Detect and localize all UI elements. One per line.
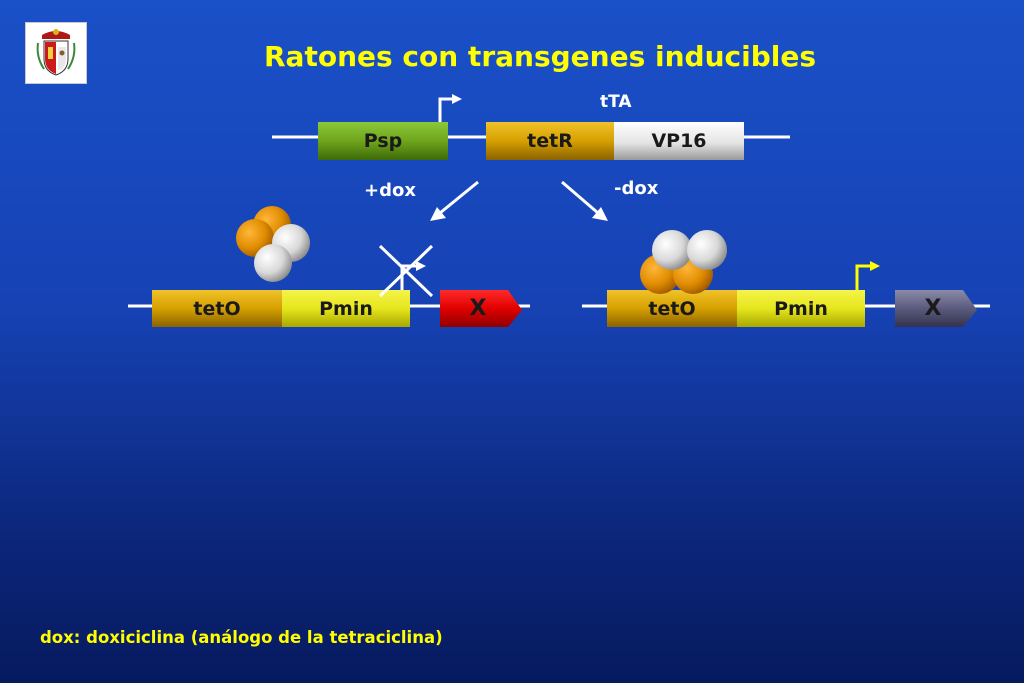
minus-dox-label: -dox bbox=[614, 178, 659, 199]
footnote: dox: doxiciclina (análogo de la tetracic… bbox=[40, 628, 443, 647]
branch-arrows bbox=[430, 180, 608, 221]
right-construct bbox=[582, 230, 990, 327]
tetr-box bbox=[486, 122, 614, 160]
tetr-label: tetR bbox=[527, 130, 573, 152]
vp16-subunit bbox=[687, 230, 727, 270]
left-gene-label: X bbox=[469, 296, 487, 321]
right-teto-label: tetO bbox=[648, 297, 696, 320]
vp16-label: VP16 bbox=[651, 130, 707, 152]
gene-x-box bbox=[440, 290, 522, 327]
tta-label: tTA bbox=[600, 92, 632, 112]
transcription-start-arrow-head-icon bbox=[452, 94, 462, 104]
teto-box bbox=[607, 290, 737, 327]
tta-protein-complex-bound bbox=[640, 230, 727, 294]
active-transcription-arrow-icon bbox=[855, 264, 872, 290]
blocked-arrow-head-icon bbox=[416, 261, 426, 271]
promoter-psp-box bbox=[318, 122, 448, 160]
transcription-start-arrow-icon bbox=[438, 97, 455, 122]
right-pmin-label: Pmin bbox=[774, 297, 828, 320]
cross-icon bbox=[378, 244, 434, 298]
pmin-box bbox=[737, 290, 865, 327]
plus-dox-arrow bbox=[439, 180, 479, 215]
psp-label: Psp bbox=[363, 130, 403, 152]
gene-x-box bbox=[895, 290, 977, 327]
left-teto-label: tetO bbox=[193, 297, 241, 320]
minus-dox-arrow bbox=[561, 180, 599, 215]
pmin-box bbox=[282, 290, 410, 327]
page-title: Ratones con transgenes inducibles bbox=[264, 40, 816, 73]
left-construct bbox=[128, 206, 530, 327]
vp16-box bbox=[614, 122, 744, 160]
left-pmin-label: Pmin bbox=[319, 297, 373, 320]
vp16-subunit bbox=[254, 244, 292, 282]
active-arrow-head-icon bbox=[870, 261, 880, 271]
minus-dox-arrow-head-icon bbox=[592, 207, 608, 221]
plus-dox-arrow-head-icon bbox=[430, 207, 446, 221]
right-gene-label: X bbox=[924, 296, 942, 321]
tta-construct bbox=[272, 94, 790, 160]
tta-protein-complex-free bbox=[236, 206, 310, 282]
vp16-subunit bbox=[652, 230, 692, 270]
coat-of-arms-icon bbox=[25, 22, 87, 84]
plus-dox-label: +dox bbox=[364, 180, 416, 201]
teto-box bbox=[152, 290, 282, 327]
